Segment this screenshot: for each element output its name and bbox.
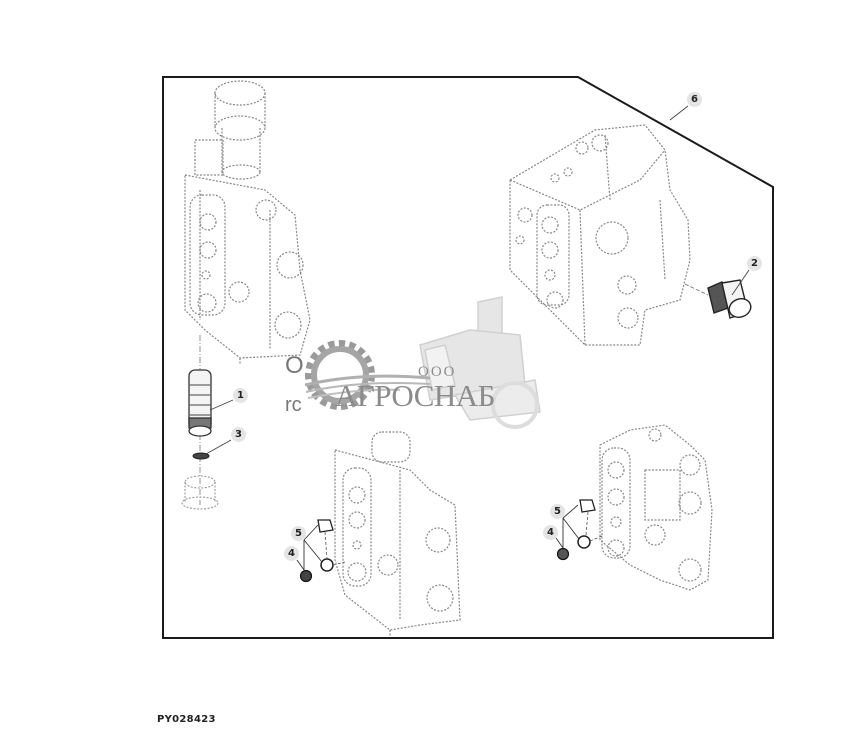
valve-plug [181,475,219,510]
diagram-frame [162,76,774,639]
watermark-fragment-o: O [285,352,304,379]
watermark-harvester-icon [419,296,541,429]
watermark-prefix: ООО [418,364,457,380]
callout-2: 2 [747,256,762,271]
valve-section-middle [334,431,461,636]
figure-id-label: PY028423 [157,714,216,725]
watermark-name: АГРОСНАБ [335,378,495,413]
watermark-gear-icon [304,340,431,410]
callout-5-right: 5 [550,504,565,519]
callout-5-middle: 5 [291,526,306,541]
watermark-fragment-rc: rc [285,394,302,416]
middle-parts-4-5 [296,519,346,583]
callout-6: 6 [687,92,702,107]
right-parts-4-5 [555,499,603,561]
part-1-cartridge [188,369,212,437]
part-2-axis-line [684,283,709,296]
valve-section-solenoid [184,80,311,364]
part-6-valve-block [509,124,691,346]
part-2-relief-valve [707,279,752,319]
callout-4-middle: 4 [284,546,299,561]
callout-1: 1 [233,388,248,403]
part-3-seal [192,452,210,460]
callout-3: 3 [231,427,246,442]
callout-4-right: 4 [543,525,558,540]
valve-section-right [599,424,713,591]
callout-leader-lines [205,105,750,455]
